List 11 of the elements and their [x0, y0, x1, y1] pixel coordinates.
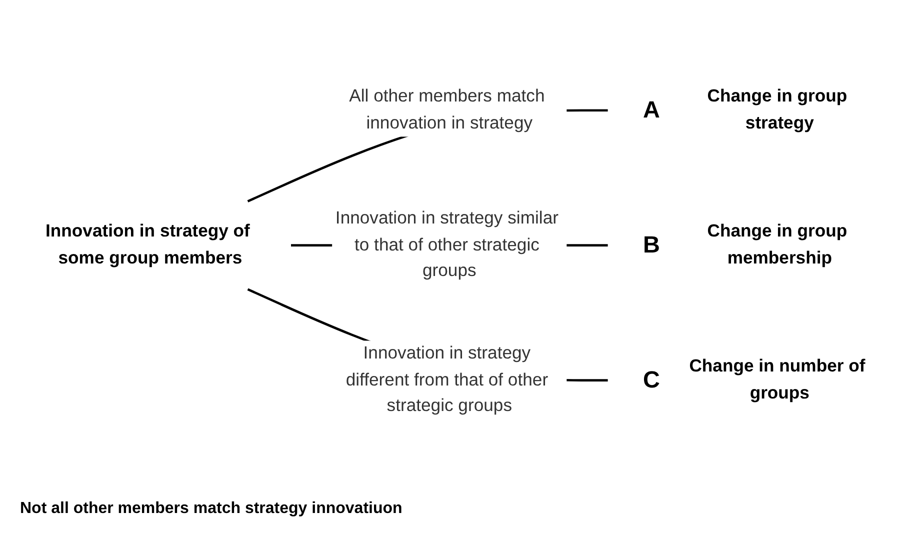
edge-label: All other members match innovation in strategy [349, 86, 545, 132]
node-text: B [643, 232, 660, 258]
node-label: Change in number of groups [689, 356, 866, 402]
node-text: C [643, 367, 660, 393]
edge-label: Innovation in strategy different from that of other strategic groups [346, 342, 548, 416]
node-text: A [643, 97, 660, 123]
node-label: Change in group strategy [707, 86, 848, 132]
node-label: Change in group membership [707, 220, 848, 268]
edge-label: Innovation in strategy similar to that of other strategic groups [335, 208, 558, 280]
node-text: Innovation in strategy of some group members [46, 220, 250, 268]
note-text: Not all other members match strategy innovatiuon [20, 500, 402, 518]
